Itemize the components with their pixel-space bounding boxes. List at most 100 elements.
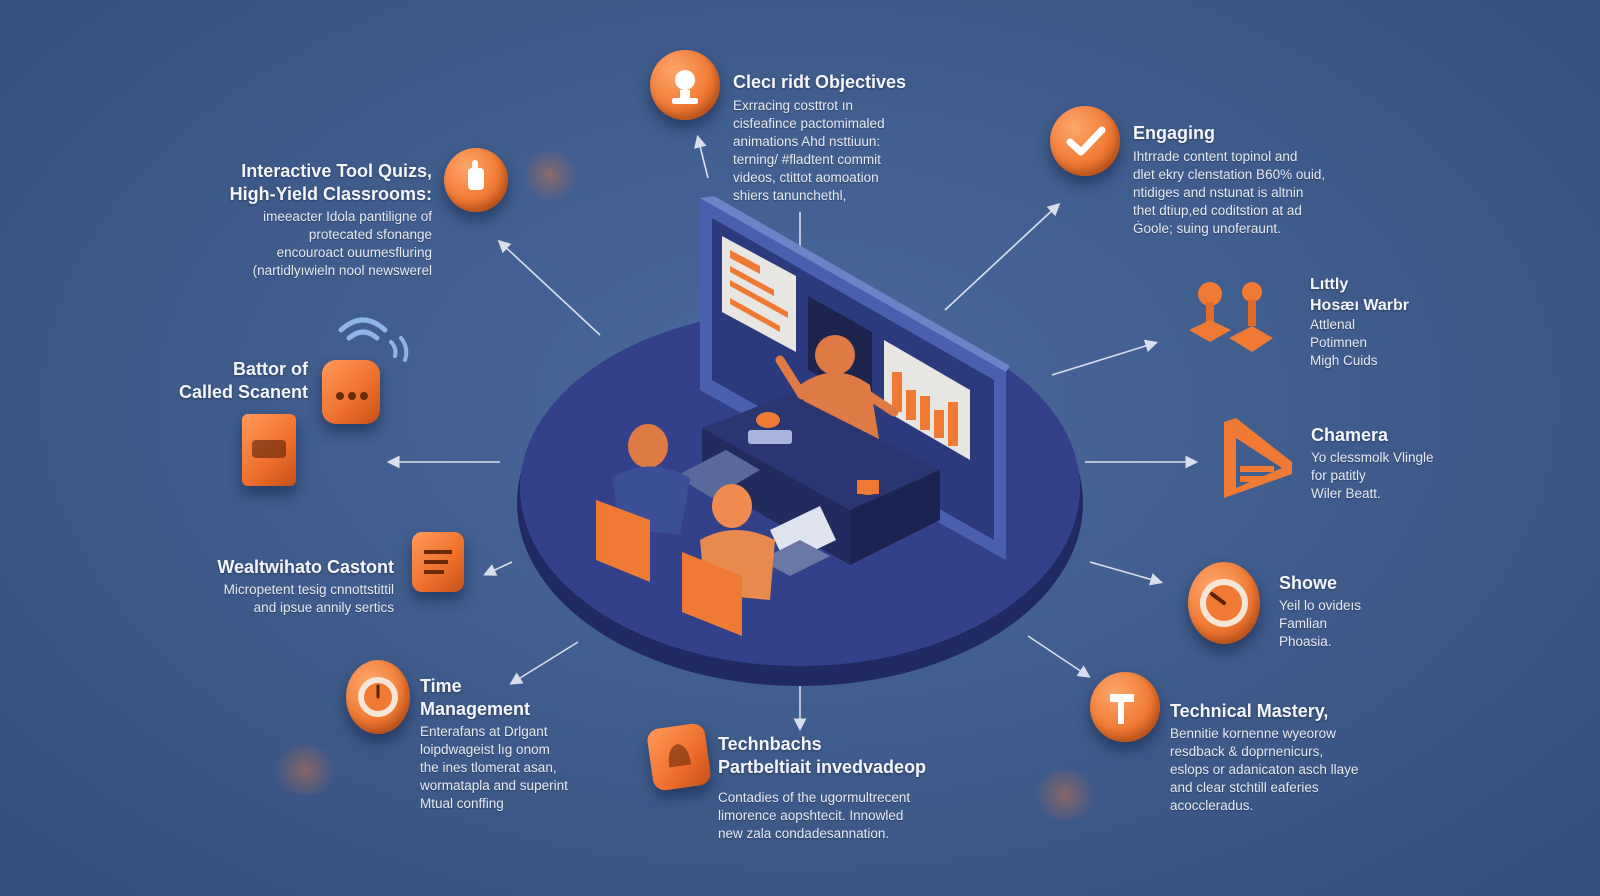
desc-line: encouroact ouumesfluring	[276, 245, 432, 260]
desc-line: for patitly	[1311, 468, 1366, 483]
desc-line: Attlenal	[1310, 317, 1356, 332]
desc-line: Potimnen	[1310, 335, 1368, 350]
node-description: Ihtrrade content topinol and dlet ekry c…	[1133, 148, 1325, 238]
screen-bar	[730, 298, 780, 332]
node-title: Engaging	[1133, 123, 1215, 143]
desc-line: ntidiges and nstunat is altnin	[1133, 185, 1304, 200]
desc-line: Ġoole; suing unoferaunt.	[1133, 221, 1281, 236]
node-title: Clecı ridt Objectives	[733, 72, 907, 92]
node-tech-feedback: Technbachs Partbeltiait invedvadeop Cont…	[718, 733, 926, 843]
node-description: Bennitie kornenne wyeorow resdback & dop…	[1170, 725, 1358, 815]
phone-block-icon[interactable]	[242, 414, 296, 486]
bell-icon[interactable]	[645, 722, 713, 792]
node-battor-scanent: Battor of Called Scanent	[179, 358, 308, 404]
screen-chart-bar	[920, 396, 930, 430]
chat-bubble-icon[interactable]	[322, 360, 380, 424]
clapper-icon[interactable]	[1222, 418, 1294, 500]
desc-line: the ines tlomerat asan,	[420, 760, 557, 775]
screen-bar	[730, 280, 788, 318]
orange-glow	[270, 745, 340, 795]
desc-line: Wiler Beatt.	[1311, 486, 1381, 501]
title-line: Interactive Tool Quizs,	[241, 161, 432, 181]
title-line: Called Scanent	[178, 382, 308, 402]
document-icon[interactable]	[412, 532, 464, 592]
desc-line: Migh Cuids	[1310, 353, 1378, 368]
desc-line: cisfeafince pactomimaled	[733, 116, 885, 131]
desc-line: resdback & doprnenicurs,	[1170, 744, 1324, 759]
node-description: Yeil lo ovideıs Famlian Phoasia.	[1279, 597, 1361, 651]
screen-bar	[730, 250, 760, 274]
desk-book	[748, 430, 792, 444]
node-walkthrough-content: Wealtwihato Castont Micropetent tesig cn…	[217, 556, 394, 617]
node-title: Technbachs Partbeltiait invedvadeop	[718, 733, 926, 779]
desc-line: Exrracing costtrot ın	[733, 98, 854, 113]
node-clear-objectives: Clecı ridt Objectives Exrracing costtrot…	[733, 71, 906, 205]
orange-glow	[1030, 770, 1100, 820]
desc-line: videos, ctittot aomoation	[733, 170, 879, 185]
node-engaging: Engaging Ihtrrade content topinol and dl…	[1133, 122, 1325, 238]
hand-pointer-icon[interactable]	[444, 148, 508, 212]
desk-cup	[756, 412, 780, 428]
clock-icon[interactable]	[1188, 562, 1260, 644]
desc-line: Micropetent tesig cnnottstittil	[223, 582, 394, 597]
lightbulb-icon[interactable]	[650, 50, 720, 120]
desc-line: new zala condadesannation.	[718, 826, 890, 841]
desc-line: Yo clessmolk Vlingle	[1311, 450, 1434, 465]
screen-chart-bar	[892, 372, 902, 412]
arrow-quizzes	[497, 239, 601, 336]
title-line: Partbeltiait invedvadeop	[718, 757, 927, 777]
desk-cylinder-body	[857, 480, 879, 494]
title-line: High-Yield Classrooms:	[229, 184, 432, 204]
screen-chart-bar	[906, 390, 916, 420]
stopwatch-icon[interactable]	[346, 660, 410, 734]
laptop-back	[676, 450, 760, 498]
desc-line: limorence aopshtecit. Innowled	[718, 808, 904, 823]
screen-chart-bar	[934, 410, 944, 438]
node-title: Lıttly Hosæı Warbr	[1310, 274, 1409, 316]
desc-line: imeeacter Idola pantiligne of	[263, 209, 432, 224]
student-head	[712, 484, 752, 528]
desc-line: and clear stchtill eaferies	[1170, 780, 1319, 795]
node-description: Yo clessmolk Vlingle for patitly Wiler B…	[1311, 449, 1434, 503]
arrow-walkthrough	[483, 561, 513, 576]
screen-panel-left	[722, 236, 796, 352]
node-description: Contadies of the ugormultrecent limorenc…	[718, 789, 926, 843]
title-line: Management	[420, 699, 531, 719]
node-title: Showe	[1279, 573, 1338, 593]
node-description: Micropetent tesig cnnottstittil and ipsu…	[217, 581, 394, 617]
monitor-edge	[700, 196, 1010, 372]
arrow-hosam	[1051, 339, 1159, 376]
arrow-time	[509, 641, 579, 685]
arrow-engaging	[944, 202, 1061, 311]
arrow-showe	[1089, 561, 1164, 586]
desc-line: Mtual conffing	[420, 796, 504, 811]
desc-line: loipdwageist lıg onom	[420, 742, 550, 757]
checkmark-icon[interactable]	[1050, 106, 1120, 176]
title-line: Battor of	[233, 359, 308, 379]
node-description: Exrracing costtrot ın cisfeafince pactom…	[733, 97, 906, 205]
node-description: imeeacter Idola pantiligne of protecated…	[230, 208, 432, 280]
node-description: Enterafans at Drlgant loipdwageist lıg o…	[420, 723, 568, 813]
instructor-arm	[863, 390, 899, 417]
screen-bar	[730, 266, 774, 296]
gavel-icon[interactable]	[1090, 672, 1160, 742]
pawn-figures-icon[interactable]	[1185, 280, 1275, 360]
node-title: Chamera	[1311, 425, 1389, 445]
desc-line: and ipsue annily sertics	[253, 600, 394, 615]
node-description: Attlenal Potimnen Migh Cuids	[1310, 316, 1409, 370]
desc-line: terning/ #fladtent commit	[733, 152, 881, 167]
instructor-head	[815, 335, 855, 375]
student-chair	[682, 552, 742, 636]
title-line: Hosæı Warbr	[1310, 297, 1409, 314]
node-title: Battor of Called Scanent	[179, 358, 308, 404]
desc-line: dlet ekry clenstation B60% ouid,	[1133, 167, 1326, 182]
orange-glow	[520, 150, 580, 200]
instructor-arm	[775, 355, 807, 400]
desc-line: shiers tanunchethl,	[733, 188, 847, 203]
node-technical-mastery: Technical Mastery, Bennitie kornenne wye…	[1170, 700, 1358, 815]
node-title: Wealtwihato Castont	[217, 557, 394, 577]
desc-line: wormatapla and superint	[420, 778, 568, 793]
title-line: Lıttly	[1310, 276, 1349, 293]
